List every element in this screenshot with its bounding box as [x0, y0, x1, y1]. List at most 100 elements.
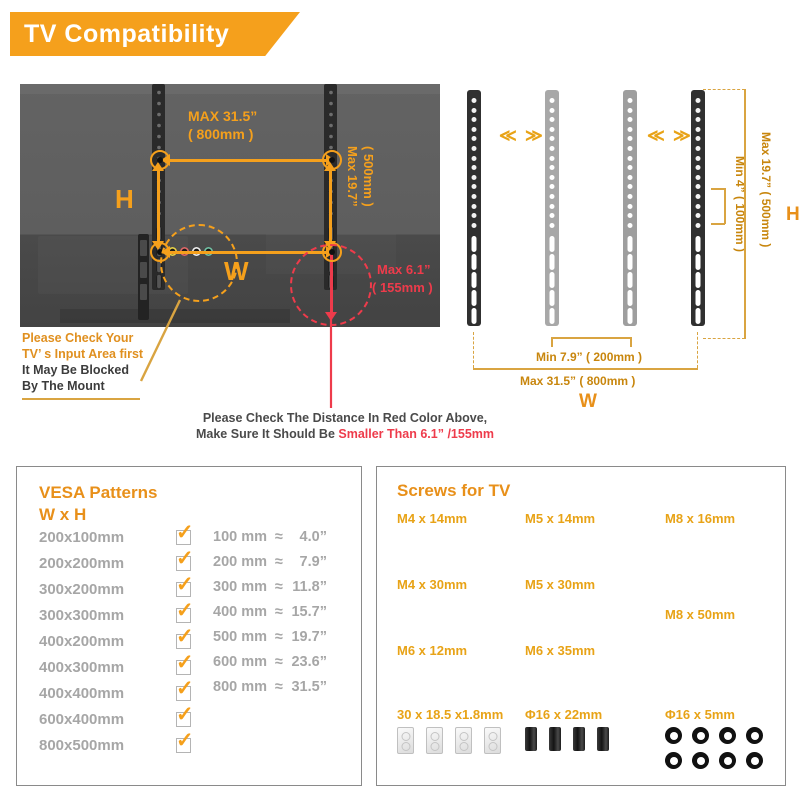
chevron-left-icon-2: ≪	[647, 126, 665, 145]
rail-hole-icon	[328, 112, 333, 117]
conversion-inch: 15.7”	[291, 604, 327, 620]
header-banner: TV Compatibility	[10, 12, 300, 56]
screw-size-label: M5 x 14mm	[525, 511, 596, 526]
bracket-hole-icon	[695, 203, 701, 209]
bracket-slot-icon	[471, 290, 477, 306]
red-distance-callout-circle	[290, 244, 372, 326]
vesa-pattern-checkbox[interactable]: ✓	[176, 704, 194, 727]
vesa-pattern-row[interactable]: 400x200mm✓	[39, 626, 194, 650]
conversion-inch: 23.6”	[291, 654, 327, 670]
plate-hole	[488, 732, 497, 741]
vesa-pattern-checkbox[interactable]: ✓	[176, 600, 194, 623]
bracket-hole-icon	[627, 165, 633, 171]
screws-panel-title: Screws for TV	[397, 481, 511, 500]
screw-size-label: M4 x 14mm	[397, 511, 468, 526]
bracket-slot-icon	[627, 290, 633, 306]
screw-group	[525, 727, 609, 751]
vesa-pattern-checkbox[interactable]: ✓	[176, 626, 194, 649]
vesa-pattern-row[interactable]: 200x200mm✓	[39, 548, 194, 572]
bracket-hole-icon	[471, 194, 477, 199]
bracket-slot-icon	[695, 272, 701, 288]
max-width-tick-left	[473, 332, 474, 368]
vesa-panel-title: VESA Patterns	[39, 483, 158, 502]
red-caption-prefix: Make Sure It Should Be	[195, 427, 339, 441]
red-caption-line-2: Make Sure It Should Be Smaller Than 6.1”…	[125, 426, 565, 442]
washer-icon	[746, 752, 763, 769]
check-icon: ✓	[176, 625, 194, 648]
min-width-tick-right	[630, 337, 632, 347]
rail-hole-icon	[156, 145, 161, 150]
screw-group	[397, 727, 501, 754]
vesa-pattern-checkbox[interactable]: ✓	[176, 574, 194, 597]
plate-hole	[459, 732, 468, 741]
washer-icon	[719, 752, 736, 769]
caption-line-4: By The Mount	[22, 379, 105, 393]
bracket-slot-icon	[695, 254, 701, 270]
mount-hole-icon	[329, 157, 335, 163]
vesa-pattern-row[interactable]: 400x400mm✓	[39, 678, 194, 702]
min-width-label: Min 7.9” ( 200mm )	[536, 350, 643, 364]
bracket-hole-icon	[549, 174, 555, 180]
tv-max-width-label: MAX 31.5”	[188, 108, 258, 124]
rail-hole-icon	[328, 134, 333, 139]
vesa-pattern-row[interactable]: 800x500mm✓	[39, 730, 194, 754]
screw-size-label: M6 x 35mm	[525, 643, 596, 658]
tv-back-illustration: MAX 31.5” ( 800mm ) Max 19.7” ( 500mm ) …	[20, 84, 440, 327]
washer-plate-icon	[397, 727, 414, 754]
washer-icon	[665, 727, 682, 744]
bracket-hole-icon	[695, 117, 701, 123]
plate-hole	[430, 742, 439, 751]
red-distance-caption: Please Check The Distance In Red Color A…	[125, 410, 565, 442]
vesa-pattern-checkbox[interactable]: ✓	[176, 522, 194, 545]
screw-size-label: M6 x 12mm	[397, 643, 468, 658]
washer-plate-icon	[484, 727, 501, 754]
bracket-hole-icon	[549, 213, 555, 219]
conversion-mm: 100 mm	[213, 529, 268, 545]
vesa-pattern-checkbox[interactable]: ✓	[176, 652, 194, 675]
vesa-pattern-row[interactable]: 200x100mm✓	[39, 522, 194, 546]
tv-max-height-label: Max 19.7”	[345, 146, 360, 207]
min-height-bracket	[724, 188, 726, 224]
plate-hole	[488, 742, 497, 751]
vesa-pattern-checkbox[interactable]: ✓	[176, 730, 194, 753]
vesa-pattern-row[interactable]: 300x300mm✓	[39, 600, 194, 624]
unit-conversion-row: 400 mm≈15.7”	[213, 604, 327, 620]
vesa-pattern-row[interactable]: 600x400mm✓	[39, 704, 194, 728]
vesa-pattern-row[interactable]: 400x300mm✓	[39, 652, 194, 676]
bracket-w-letter: W	[579, 391, 597, 412]
bracket-slot-icon	[695, 236, 701, 252]
bracket-hole-icon	[549, 194, 555, 199]
vesa-pattern-row[interactable]: 300x200mm✓	[39, 574, 194, 598]
vesa-pattern-checkbox[interactable]: ✓	[176, 678, 194, 701]
mount-hole-icon	[157, 157, 163, 163]
check-icon: ✓	[176, 599, 194, 622]
tv-port-slot-3	[140, 284, 147, 300]
bracket-hole-icon	[549, 184, 555, 190]
tv-max-height-sub: ( 500mm )	[361, 146, 376, 207]
bracket-hole-icon	[471, 155, 477, 161]
tv-red-max-sub: ( 155mm )	[372, 280, 433, 295]
approx-icon: ≈	[275, 529, 283, 545]
bracket-hole-icon	[695, 165, 701, 171]
conversion-inch: 19.7”	[291, 629, 327, 645]
bracket-hole-icon	[549, 136, 555, 142]
bracket-hole-icon	[549, 203, 555, 209]
approx-icon: ≈	[275, 679, 283, 695]
unit-conversion-row: 300 mm≈11.8”	[213, 579, 327, 595]
washer-plate-icon	[455, 727, 472, 754]
vesa-pattern-checkbox[interactable]: ✓	[176, 548, 194, 571]
conversion-inch: 11.8”	[292, 579, 327, 595]
rail-hole-icon	[156, 90, 161, 95]
check-icon: ✓	[176, 573, 194, 596]
plate-hole	[401, 742, 410, 751]
max-width-line	[473, 368, 698, 370]
bracket-slot-icon	[627, 254, 633, 270]
rail-hole-icon	[156, 112, 161, 117]
min-width-tick-left	[551, 337, 553, 347]
max-height-tick-top	[703, 89, 745, 90]
bracket-hole-icon	[471, 184, 477, 190]
tv-red-max-label: Max 6.1”	[377, 262, 431, 277]
check-icon: ✓	[176, 547, 194, 570]
dim-line-bottom	[168, 251, 330, 254]
bracket-hole-icon	[695, 136, 701, 142]
